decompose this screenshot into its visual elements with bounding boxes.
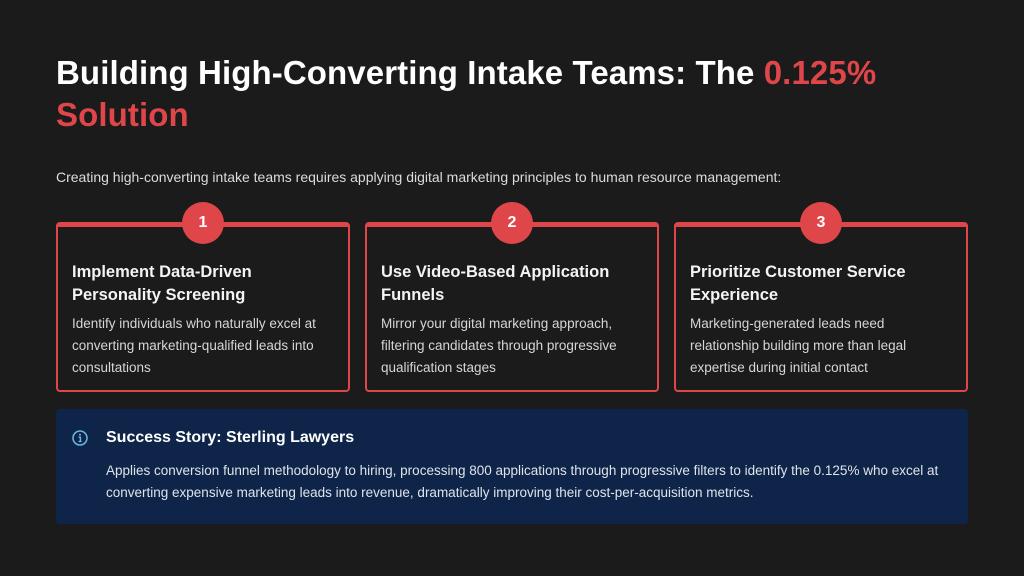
strategy-card-3: 3 Prioritize Customer Service Experience… bbox=[674, 202, 968, 392]
page-title: Building High-Converting Intake Teams: T… bbox=[56, 52, 956, 136]
step-number-badge: 3 bbox=[800, 202, 842, 244]
card-title: Prioritize Customer Service Experience bbox=[690, 263, 906, 304]
info-icon bbox=[72, 430, 88, 446]
strategy-cards: 1 Implement Data-Driven Personality Scre… bbox=[56, 202, 968, 392]
strategy-card-1: 1 Implement Data-Driven Personality Scre… bbox=[56, 202, 350, 392]
success-story-body: Applies conversion funnel methodology to… bbox=[106, 463, 939, 500]
title-main: Building High-Converting Intake Teams: T… bbox=[56, 54, 764, 91]
subtitle: Creating high-converting intake teams re… bbox=[56, 169, 782, 185]
step-number-badge: 1 bbox=[182, 202, 224, 244]
strategy-card-2: 2 Use Video-Based Application Funnels Mi… bbox=[365, 202, 659, 392]
success-story-callout: Success Story: Sterling Lawyers Applies … bbox=[56, 409, 968, 524]
step-number-badge: 2 bbox=[491, 202, 533, 244]
title-accent: 0.125% Solution bbox=[56, 54, 877, 133]
card-body: Mirror your digital marketing approach, … bbox=[381, 316, 617, 375]
card-body: Identify individuals who naturally excel… bbox=[72, 316, 316, 375]
success-story-title: Success Story: Sterling Lawyers bbox=[106, 429, 355, 446]
card-body: Marketing-generated leads need relations… bbox=[690, 316, 907, 375]
card-title: Implement Data-Driven Personality Screen… bbox=[72, 263, 252, 304]
card-title: Use Video-Based Application Funnels bbox=[381, 263, 610, 304]
